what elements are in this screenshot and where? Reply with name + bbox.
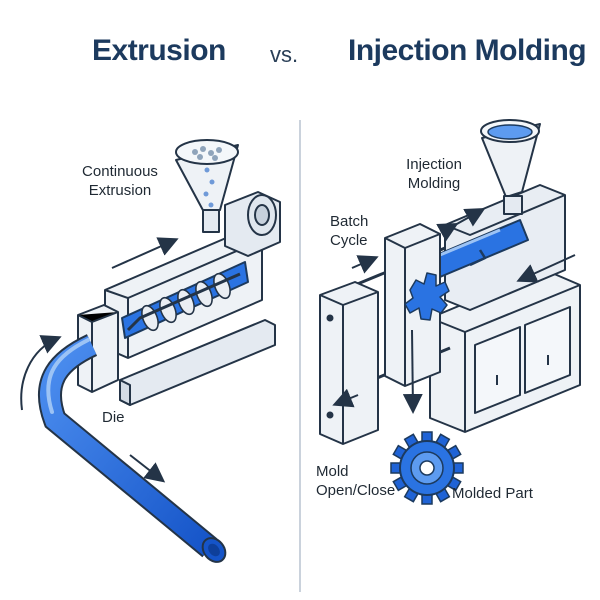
injection-molding-label: Injection Molding bbox=[396, 155, 472, 193]
mold-line2: Open/Close bbox=[316, 482, 396, 499]
extruded-pipe bbox=[38, 334, 227, 563]
extrusion-arrows bbox=[20, 237, 179, 483]
extrusion-machine bbox=[77, 139, 281, 406]
molded-part-gear bbox=[390, 431, 464, 505]
mold-open-close-label: Mold Open/Close bbox=[316, 462, 395, 500]
continuous-extrusion-line2: Extrusion bbox=[88, 182, 152, 199]
continuous-extrusion-label: Continuous Extrusion bbox=[80, 162, 160, 200]
vs-label: vs. bbox=[270, 42, 299, 67]
molded-part-label: Molded Part bbox=[452, 485, 533, 502]
injection-molding-line2: Molding bbox=[407, 175, 461, 192]
injection-arrows bbox=[332, 208, 576, 414]
batch-cycle-line1: Batch bbox=[330, 213, 369, 230]
batch-cycle-line2: Cycle bbox=[330, 232, 368, 249]
die-label: Die bbox=[102, 409, 125, 426]
injection-molding-line1: Injection bbox=[406, 156, 462, 173]
injection-molding-title: Injection Molding bbox=[348, 34, 587, 67]
mold-line1: Mold bbox=[316, 463, 349, 480]
continuous-extrusion-line1: Continuous bbox=[82, 163, 158, 180]
extrusion-title: Extrusion bbox=[92, 34, 226, 67]
batch-cycle-label: Batch Cycle bbox=[330, 212, 368, 250]
